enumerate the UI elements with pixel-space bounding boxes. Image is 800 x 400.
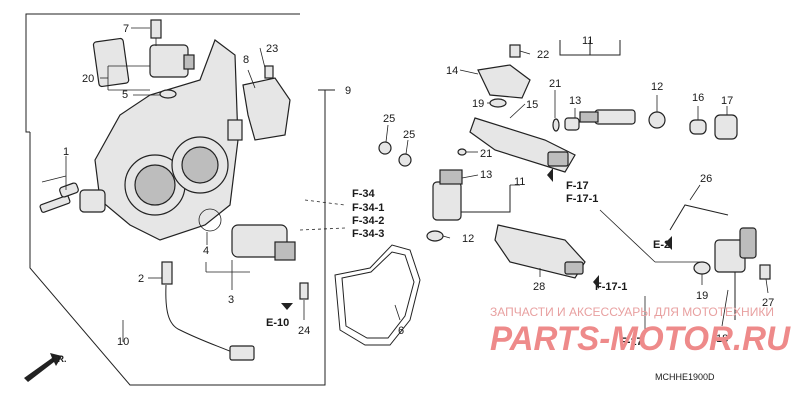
- watermark-caption: ЗАПЧАСТИ И АКСЕССУАРЫ ДЛЯ МОТОТЕХНИКИ: [490, 305, 774, 319]
- map-sensor: [149, 19, 195, 99]
- throttle-body-frame: [25, 13, 335, 386]
- callout-21a: 21: [549, 78, 561, 90]
- watermark: ЗАПЧАСТИ И АКСЕССУАРЫ ДЛЯ МОТОТЕХНИКИ PA…: [490, 305, 791, 358]
- callout-14: 14: [446, 65, 458, 77]
- callout-5: 5: [122, 89, 128, 101]
- rail-bracket: [477, 44, 531, 99]
- diagram-code: MCHHE1900D: [655, 372, 715, 382]
- reference-arrows: [281, 168, 672, 310]
- callout-numbers: 7 20 5 23 8 9 1 4 3 2 10 24 6 25 25 14 2…: [63, 23, 774, 348]
- ref-f17-1-top: F-17-1: [566, 193, 598, 205]
- callout-19a: 19: [472, 98, 484, 110]
- adjust-screws: [39, 182, 79, 213]
- callout-25a: 25: [383, 113, 395, 125]
- callout-8: 8: [243, 54, 249, 66]
- watermark-brand: PARTS-MOTOR.RU: [490, 320, 791, 358]
- ref-e2: E-2: [653, 239, 670, 251]
- ref-f17-bottom: F-17: [620, 336, 643, 348]
- callout-19b: 19: [696, 290, 708, 302]
- front-arrow: [24, 353, 62, 382]
- callout-7: 7: [123, 23, 129, 35]
- callout-18: 18: [716, 333, 728, 345]
- callout-26: 26: [700, 173, 712, 185]
- callout-20: 20: [82, 73, 94, 85]
- sensor-harness: [161, 261, 255, 361]
- callout-23: 23: [266, 43, 278, 55]
- ref-e10: E-10: [266, 317, 289, 329]
- callout-22: 22: [537, 49, 549, 61]
- callout-12a: 12: [651, 81, 663, 93]
- reference-labels: F-34 F-34-1 F-34-2 F-34-3 F-17 F-17-1 F-…: [52, 180, 670, 364]
- pressure-regulator: [599, 204, 771, 320]
- callout-1: 1: [63, 146, 69, 158]
- callout-13b: 13: [480, 169, 492, 181]
- callout-21b: 21: [480, 148, 492, 160]
- callout-24: 24: [298, 325, 310, 337]
- leader-lines: [41, 27, 769, 342]
- callout-17: 17: [721, 95, 733, 107]
- ref-f34-3: F-34-3: [352, 228, 384, 240]
- callout-11a: 11: [582, 35, 593, 47]
- ref-f34: F-34: [352, 188, 376, 200]
- bracket: [242, 65, 291, 141]
- callout-2: 2: [138, 273, 144, 285]
- throttle-body: [79, 37, 243, 241]
- callout-6: 6: [398, 325, 404, 337]
- injector-upper: [552, 109, 666, 132]
- fuel-rail-upper: [469, 117, 576, 173]
- callout-11b: 11: [514, 176, 525, 188]
- callout-10: 10: [117, 336, 129, 348]
- intake-gasket: [334, 244, 421, 346]
- iacv-assembly: [198, 208, 309, 300]
- small-parts: [378, 98, 738, 167]
- front-label: FR.: [52, 354, 67, 364]
- ref-f34-1: F-34-1: [352, 202, 384, 214]
- callout-28: 28: [533, 281, 545, 293]
- callout-27: 27: [762, 297, 774, 309]
- injector-lower: [426, 148, 467, 242]
- ref-f17-1-mid: F-17-1: [595, 281, 627, 293]
- callout-25b: 25: [403, 129, 415, 141]
- callout-9: 9: [345, 85, 351, 97]
- callout-12b: 12: [462, 233, 474, 245]
- ref-f17-top: F-17: [566, 180, 589, 192]
- callout-13a: 13: [569, 95, 581, 107]
- ref-f34-2: F-34-2: [352, 215, 384, 227]
- callout-4: 4: [203, 245, 209, 257]
- callout-15: 15: [526, 99, 538, 111]
- callout-3: 3: [228, 294, 234, 306]
- fuel-rail-lower: [494, 224, 586, 279]
- callout-16: 16: [692, 92, 704, 104]
